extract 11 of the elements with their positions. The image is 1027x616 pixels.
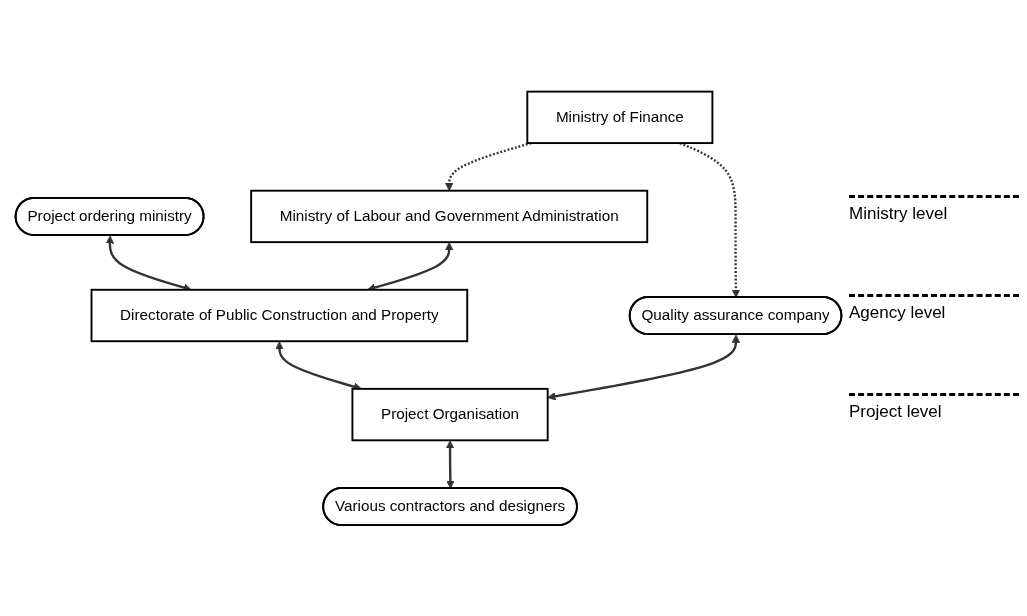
level-label: Ministry level <box>849 194 1019 224</box>
arrow <box>547 334 741 401</box>
arrow <box>445 141 532 191</box>
node-box: Project Organisation <box>351 387 549 441</box>
node-box: Ministry of Finance <box>526 90 714 144</box>
level-label: Agency level <box>849 293 1019 323</box>
node-box: Directorate of Public Construction and Property <box>90 288 469 342</box>
arrow <box>679 141 741 298</box>
arrow <box>275 340 362 391</box>
level-label: Project level <box>849 392 1019 422</box>
node-box: Ministry of Labour and Government Administration <box>250 189 649 243</box>
